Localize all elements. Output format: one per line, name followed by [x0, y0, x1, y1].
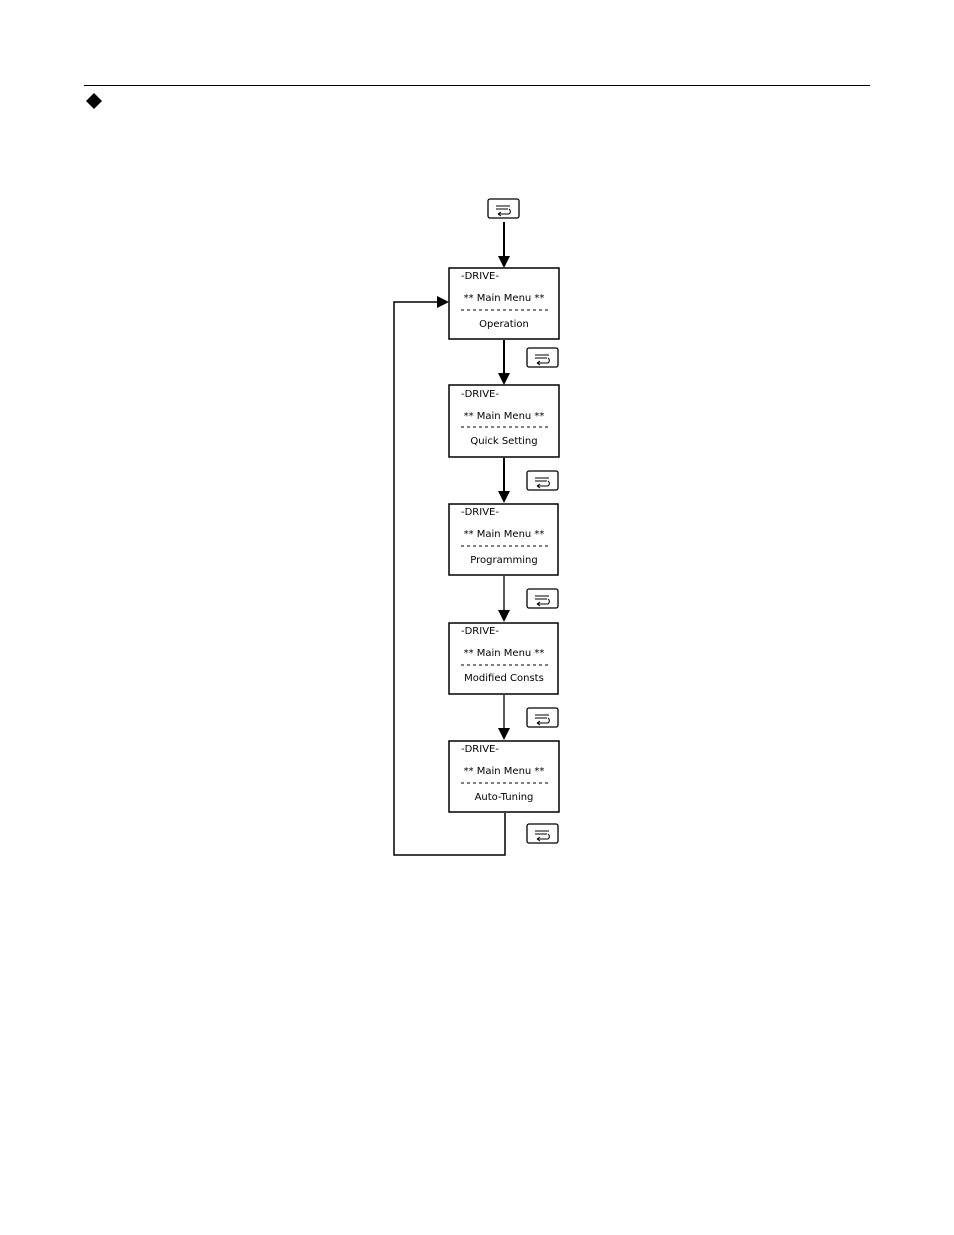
screen-quick-setting: -DRIVE- ** Main Menu ** Quick Setting: [448, 384, 560, 458]
screen-modified-consts: -DRIVE- ** Main Menu ** Modified Consts: [448, 622, 559, 695]
screen-title: ** Main Menu **: [464, 411, 545, 422]
screen-menu-item: Programming: [470, 555, 537, 566]
esc-return-key-icon: [526, 707, 559, 728]
screen-auto-tuning: -DRIVE- ** Main Menu ** Auto-Tuning: [448, 740, 560, 813]
screen-title: ** Main Menu **: [464, 766, 545, 777]
screen-menu-item: Auto-Tuning: [475, 792, 534, 803]
screen-menu-item: Operation: [479, 319, 529, 330]
screen-title: ** Main Menu **: [464, 293, 545, 304]
loop-back-arrow: [393, 296, 506, 856]
esc-return-key-icon: [487, 198, 520, 219]
esc-return-key-icon: [526, 470, 559, 491]
screen-mode-label: -DRIVE-: [461, 626, 499, 637]
esc-return-key-icon: [526, 823, 559, 844]
diamond-bullet-icon: [86, 93, 102, 109]
screen-programming: -DRIVE- ** Main Menu ** Programming: [448, 503, 559, 576]
screen-mode-label: -DRIVE-: [461, 744, 499, 755]
screen-title: ** Main Menu **: [464, 648, 545, 659]
screen-title: ** Main Menu **: [464, 529, 545, 540]
esc-return-key-icon: [526, 588, 559, 609]
screen-mode-label: -DRIVE-: [461, 389, 499, 400]
screen-menu-item: Quick Setting: [470, 436, 537, 447]
screen-mode-label: -DRIVE-: [461, 271, 499, 282]
screen-operation: -DRIVE- ** Main Menu ** Operation: [448, 267, 560, 340]
header-rule: [84, 85, 870, 86]
esc-return-key-icon: [526, 347, 559, 368]
screen-menu-item: Modified Consts: [464, 673, 544, 684]
screen-mode-label: -DRIVE-: [461, 507, 499, 518]
